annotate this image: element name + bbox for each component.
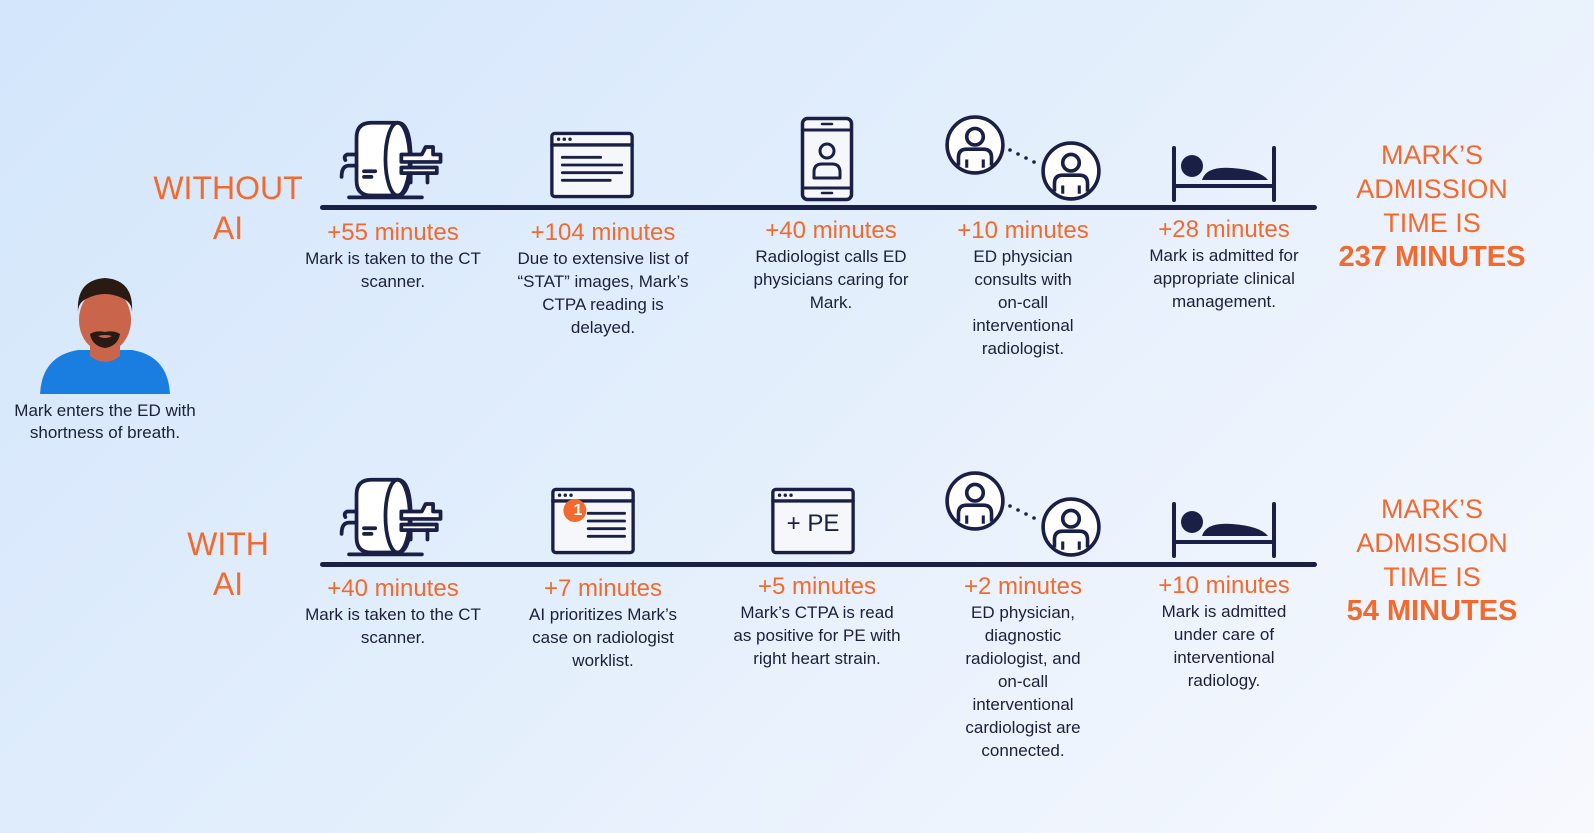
with-ai-label-line2: AI	[212, 566, 244, 602]
result-value: 237 MINUTES	[1338, 241, 1526, 273]
step-time: +40 minutes	[765, 217, 897, 244]
without-ai-result: MARK’S ADMISSION TIME IS 237 MINUTES	[1322, 138, 1542, 274]
with-ai-label: WITH AI	[138, 524, 318, 604]
step-time: +7 minutes	[543, 575, 663, 602]
result-line3: TIME IS	[1383, 562, 1481, 592]
without-ai-step-3: +40 minutes Radiologist calls ED physici…	[731, 217, 931, 314]
worklist-window-icon	[549, 130, 635, 200]
ct-scanner-icon	[336, 475, 448, 561]
result-value: 54 MINUTES	[1346, 595, 1518, 627]
with-ai-step-1: +40 minutes Mark is taken to the CT scan…	[293, 575, 493, 649]
result-line1: MARK’S	[1380, 494, 1483, 524]
ct-scanner-icon	[336, 118, 448, 204]
patient-avatar	[38, 276, 172, 396]
without-ai-step-5: +28 minutes Mark is admitted for appropr…	[1124, 216, 1324, 313]
step-time: +28 minutes	[1158, 216, 1290, 243]
without-ai-label-line2: AI	[212, 210, 244, 246]
patient-caption: Mark enters the ED with shortness of bre…	[14, 401, 196, 442]
step-time: +55 minutes	[327, 219, 459, 246]
with-ai-result: MARK’S ADMISSION TIME IS 54 MINUTES	[1322, 492, 1542, 628]
without-ai-step-2: +104 minutes Due to extensive list of “S…	[503, 219, 703, 339]
hospital-bed-icon	[1170, 144, 1280, 204]
result-line2: ADMISSION	[1356, 174, 1508, 204]
without-ai-step-4: +10 minutes ED physician consults with o…	[923, 217, 1123, 360]
step-time: +40 minutes	[327, 575, 459, 602]
step-desc: Mark is taken to the CT scanner.	[305, 605, 481, 647]
step-desc: Mark is taken to the CT scanner.	[305, 249, 481, 291]
step-desc: Mark’s CTPA is read as positive for PE w…	[733, 603, 901, 668]
step-desc: Mark is admitted under care of intervent…	[1161, 602, 1287, 690]
phone-call-icon	[800, 116, 854, 202]
with-ai-label-line1: WITH	[187, 526, 269, 562]
result-line3: TIME IS	[1383, 208, 1481, 238]
without-ai-step-1: +55 minutes Mark is taken to the CT scan…	[293, 219, 493, 293]
with-ai-step-3: +5 minutes Mark’s CTPA is read as positi…	[717, 573, 917, 670]
result-line1: MARK’S	[1380, 140, 1483, 170]
with-ai-step-2: +7 minutes AI prioritizes Mark’s case on…	[503, 575, 703, 672]
step-time: +2 minutes	[963, 573, 1083, 600]
without-ai-timeline	[320, 205, 1317, 210]
priority-badge-number: 1	[573, 502, 583, 519]
step-desc: Radiologist calls ED physicians caring f…	[753, 247, 909, 312]
consult-people-icon	[945, 471, 1101, 557]
step-time: +104 minutes	[530, 219, 676, 246]
step-desc: AI prioritizes Mark’s case on radiologis…	[529, 605, 677, 670]
without-ai-label: WITHOUT AI	[138, 168, 318, 248]
result-line2: ADMISSION	[1356, 528, 1508, 558]
step-desc: Due to extensive list of “STAT” images, …	[517, 249, 689, 337]
step-desc: Mark is admitted for appropriate clinica…	[1149, 246, 1299, 311]
step-time: +10 minutes	[1158, 572, 1290, 599]
consult-people-icon	[945, 115, 1101, 201]
step-time: +10 minutes	[957, 217, 1089, 244]
pe-result-text: + PE	[786, 510, 840, 537]
patient-figure-icon	[40, 278, 170, 394]
step-desc: ED physician consults with on-call inter…	[972, 247, 1074, 358]
step-desc: ED physician, diagnostic radiologist, an…	[965, 603, 1081, 760]
step-time: +5 minutes	[757, 573, 877, 600]
with-ai-step-5: +10 minutes Mark is admitted under care …	[1124, 572, 1324, 692]
with-ai-step-4: +2 minutes ED physician, diagnostic radi…	[923, 573, 1123, 762]
hospital-bed-icon	[1170, 500, 1280, 560]
prioritized-worklist-icon	[550, 486, 636, 556]
without-ai-label-line1: WITHOUT	[153, 170, 303, 206]
with-ai-timeline	[320, 562, 1317, 567]
